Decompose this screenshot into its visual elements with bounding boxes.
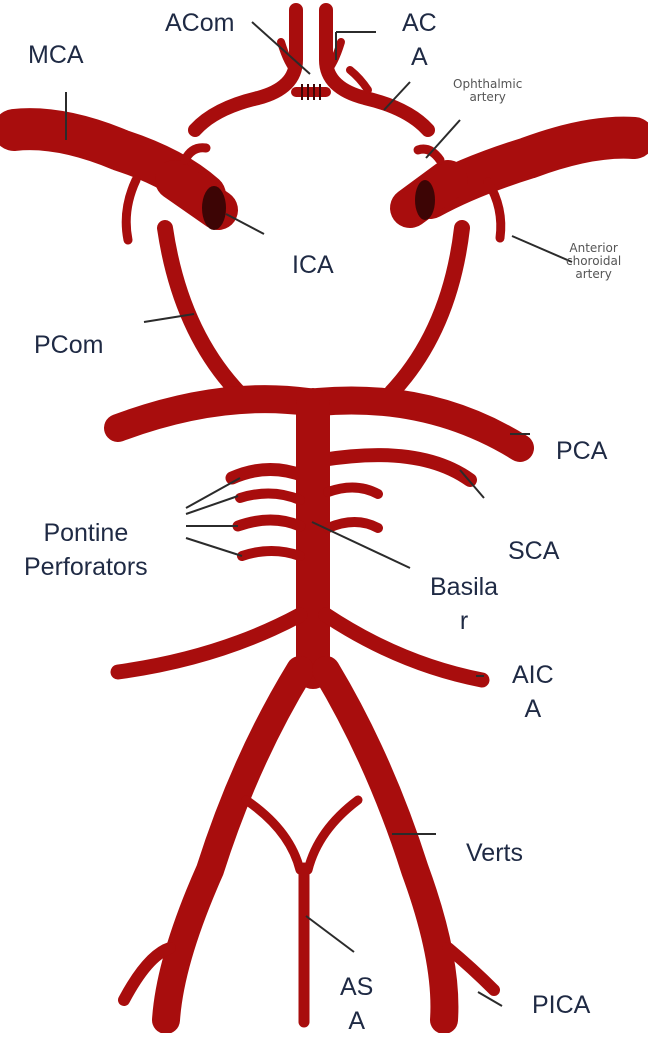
left-ica-lumen [202,186,226,230]
label-verts: Verts [466,836,523,870]
pontine-right-2 [328,522,378,528]
label-ica: ICA [292,248,334,282]
label-pica: PICA [532,988,590,1022]
right-sca-vessel [322,455,470,480]
asa-right-limb [308,800,358,870]
label-mca: MCA [28,38,84,72]
label-aca: AC A [402,6,437,74]
left-choroidal-vessel [126,180,136,240]
label-pontine-perforators: Pontine Perforators [24,516,148,584]
pontine-right-1 [328,487,378,494]
left-pca-vessel [118,399,308,428]
right-ica-lumen [415,180,435,220]
pointer-pontine-1 [186,478,240,508]
left-vertebral-vessel [166,670,300,1020]
label-acom: ACom [165,6,234,40]
label-sca: SCA [508,534,559,568]
right-vertebral-vessel [326,670,444,1020]
right-pca-vessel [318,400,520,448]
left-pcom-vessel [165,228,238,392]
pontine-left-1 [240,493,300,500]
label-pcom: PCom [34,328,103,362]
left-sca-vessel [232,469,304,478]
pointer-pontine-4 [186,538,242,556]
label-anterior-choroidal-artery: Anterior choroidal artery [566,242,621,281]
pontine-left-3 [242,551,300,556]
label-aica: AIC A [512,658,554,726]
right-pcom-vessel [392,228,462,392]
pointer-pontine-2 [186,496,238,514]
label-asa: AS A [340,970,373,1038]
left-ophthalmic-vessel [185,148,206,160]
label-pca: PCA [556,434,607,468]
asa-left-limb [246,800,300,870]
pontine-left-2 [238,520,300,526]
left-aica-vessel [118,615,300,672]
right-choroidal-vessel [488,182,501,238]
pointer-choroidal [512,236,572,262]
pointer-asa [306,916,354,952]
label-basilar: Basila r [430,570,498,638]
label-ophthalmic-artery: Ophthalmic artery [453,78,522,104]
